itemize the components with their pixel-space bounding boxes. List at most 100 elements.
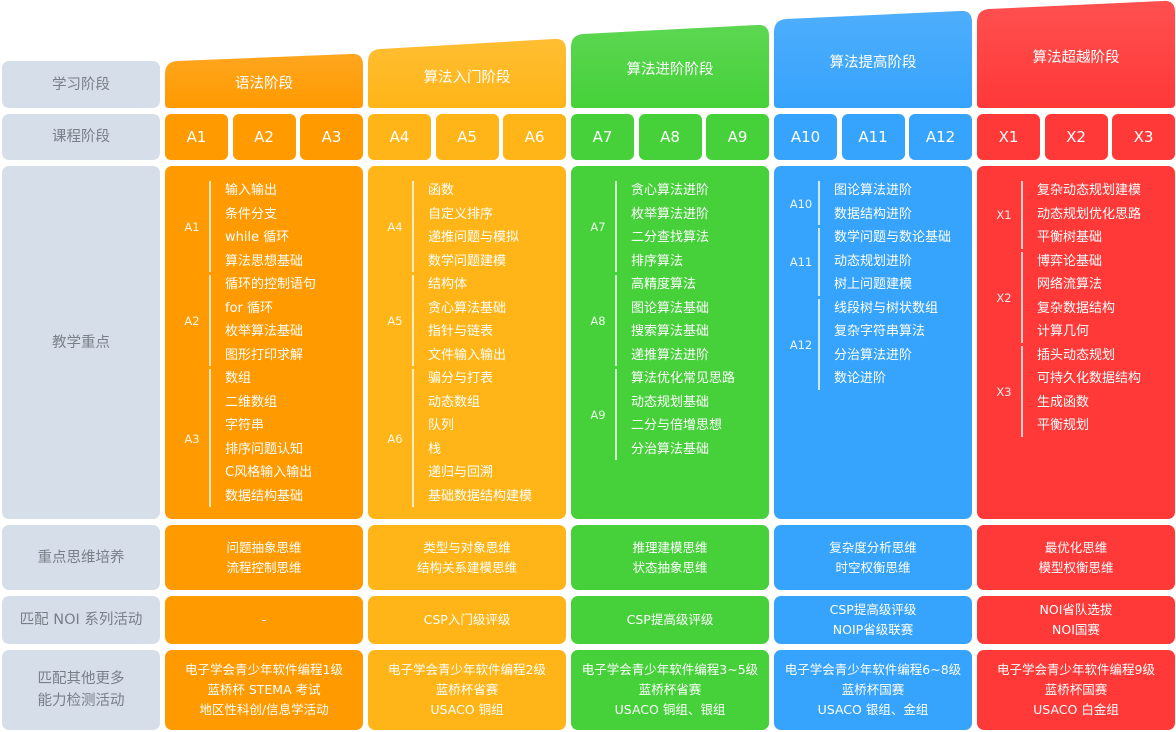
- course-cell-a12: A12: [909, 114, 972, 160]
- course-code: A6: [524, 128, 545, 146]
- thinking-block-2: 类型与对象思维结构关系建模思维: [368, 525, 566, 590]
- topic-item: 可持久化数据结构: [1037, 371, 1142, 386]
- thinking-block-line: 模型权衡思维: [1038, 559, 1114, 575]
- other-activity-block-line: 电子学会青少年软件编程9级: [997, 662, 1155, 677]
- topic-item: 排序问题认知: [225, 441, 304, 457]
- topic-item: 平衡树基础: [1037, 230, 1103, 245]
- stage-header-shape: [774, 10, 972, 108]
- row-label-stage-text: 学习阶段: [52, 76, 110, 93]
- group-label: A10: [789, 196, 813, 211]
- stage-name: 算法进阶阶段: [626, 62, 714, 79]
- row-label-other-line2: 能力检测活动: [37, 693, 125, 709]
- thinking-block-line: 时空权衡思维: [835, 559, 911, 575]
- topic-item: 分治算法基础: [631, 441, 710, 457]
- topic-item: 复杂动态规划建模: [1037, 183, 1142, 198]
- thinking-block-5: 最优化思维模型权衡思维: [977, 525, 1175, 590]
- topic-item: 数学问题与数论基础: [834, 230, 952, 245]
- noi-activity-block-line: -: [261, 612, 267, 627]
- topic-item: 插头动态规划: [1037, 347, 1116, 363]
- noi-activity-block-line: NOI省队选拔: [1039, 602, 1113, 617]
- course-cell-a1: A1: [165, 114, 228, 160]
- topic-item: 数组: [225, 371, 252, 386]
- other-activity-block-line: 电子学会青少年软件编程2级: [388, 662, 546, 677]
- course-cell-a5: A5: [435, 114, 499, 160]
- stage-header-1: 语法阶段: [165, 53, 363, 108]
- group-label: A1: [184, 220, 200, 234]
- row-label-thinking: 重点思维培养: [2, 525, 160, 590]
- stage-header-2: 算法入门阶段: [368, 38, 566, 108]
- stage-header-4: 算法提高阶段: [774, 10, 972, 108]
- group-label: A8: [590, 314, 606, 328]
- thinking-block-line: 推理建模思维: [632, 539, 708, 555]
- topic-item: 循环的控制语句: [225, 277, 317, 292]
- group-divider-line: [1021, 345, 1023, 437]
- course-cell-a2: A2: [232, 114, 296, 160]
- group-divider-line: [1021, 181, 1023, 249]
- topic-item: 数据结构基础: [225, 488, 304, 504]
- thinking-block-line: 复杂度分析思维: [829, 539, 917, 555]
- topic-item: 二分查找算法: [631, 230, 710, 245]
- topic-item: 搜索算法基础: [631, 324, 710, 339]
- group-divider-line: [818, 298, 820, 390]
- noi-activity-block-2: CSP入门级评级: [368, 596, 566, 644]
- other-activity-block-line: 电子学会青少年软件编程6~8级: [784, 662, 962, 677]
- topic-item: 骗分与打表: [428, 371, 494, 386]
- group-divider-line: [615, 181, 617, 272]
- stage-header-5: 算法超越阶段: [977, 0, 1175, 108]
- stage-name: 算法提高阶段: [829, 55, 917, 71]
- topic-item: 线段树与树状数组: [834, 300, 939, 316]
- course-code: X1: [998, 128, 1019, 146]
- course-code: A11: [858, 128, 888, 146]
- topic-item: 二分与倍增思想: [631, 418, 723, 433]
- thinking-block-line: 状态抽象思维: [632, 559, 708, 575]
- topic-item: 枚举算法基础: [225, 324, 304, 339]
- course-cell-a9: A9: [706, 114, 769, 160]
- row-label-focus: 教学重点: [2, 166, 160, 519]
- stage-name: 算法入门阶段: [423, 69, 511, 86]
- thinking-block-line: 问题抽象思维: [226, 539, 302, 555]
- topic-item: 字符串: [225, 418, 265, 433]
- group-label: A9: [590, 408, 606, 422]
- topic-item: 数据结构进阶: [834, 206, 913, 222]
- topic-item: 队列: [428, 418, 455, 433]
- topic-item: C风格输入输出: [225, 465, 313, 480]
- row-label-thinking-text: 重点思维培养: [37, 549, 125, 566]
- topic-item: 数学问题建模: [428, 253, 507, 269]
- course-code: A12: [925, 128, 956, 146]
- noi-activity-block-line: CSP提高级评级: [829, 602, 917, 617]
- topic-item: 算法思想基础: [225, 253, 304, 269]
- topic-item: 算法优化常见思路: [631, 371, 736, 386]
- group-label: X1: [996, 208, 1012, 223]
- group-label: A11: [789, 255, 813, 270]
- course-code: A1: [186, 128, 207, 146]
- other-activity-block-line: 蓝桥杯省赛: [638, 682, 702, 697]
- course-cell-a4: A4: [368, 114, 431, 160]
- group-label: X3: [996, 384, 1012, 399]
- topic-item: 网络流算法: [1037, 277, 1103, 292]
- topic-item: 动态规划进阶: [834, 253, 913, 269]
- noi-activity-block-1: -: [165, 596, 363, 644]
- topic-item: 结构体: [428, 277, 468, 292]
- thinking-block-4: 复杂度分析思维时空权衡思维: [774, 525, 972, 590]
- topic-item: 高精度算法: [631, 277, 697, 292]
- course-cell-a7: A7: [571, 114, 634, 160]
- row-label-other: 匹配其他更多 能力检测活动: [2, 650, 160, 730]
- row-label-focus-text: 教学重点: [52, 334, 110, 351]
- course-cell-a10: A10: [774, 114, 837, 160]
- course-code: A5: [457, 128, 477, 146]
- course-cell-x3: X3: [1112, 114, 1175, 160]
- thinking-block-line: 流程控制思维: [226, 559, 302, 575]
- topic-item: 平衡规划: [1037, 418, 1090, 433]
- row-label-course-text: 课程阶段: [52, 129, 110, 145]
- topic-item: 二维数组: [225, 394, 278, 410]
- topic-item: 图论算法进阶: [834, 183, 913, 198]
- topic-item: 枚举算法进阶: [631, 206, 710, 222]
- topic-item: 函数: [428, 183, 455, 198]
- course-cell-a3: A3: [300, 114, 363, 160]
